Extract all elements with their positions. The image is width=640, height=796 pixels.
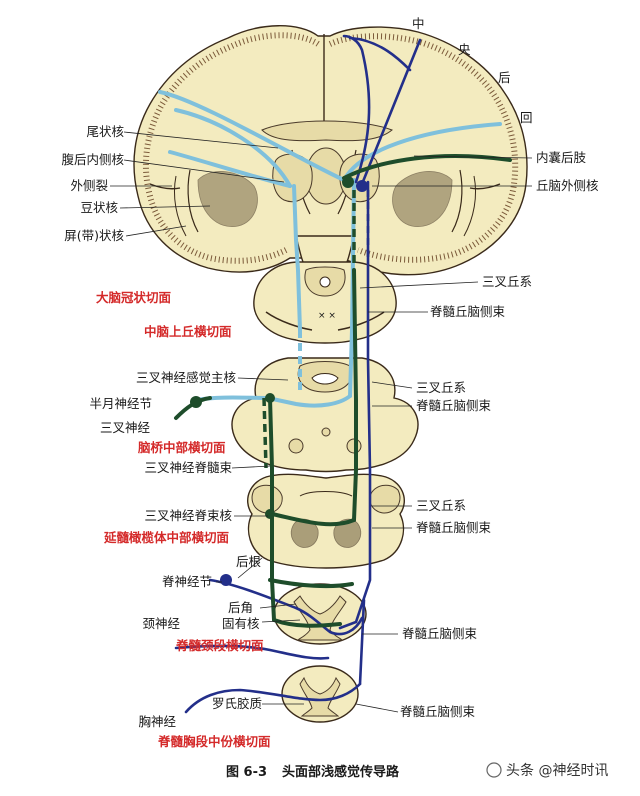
section-thoracic-cord: 脊髓胸段中份横切面 bbox=[157, 734, 271, 749]
label-cervical-nerve: 颈神经 bbox=[142, 616, 180, 631]
label-hou: 后 bbox=[498, 70, 511, 85]
label-lateral-fissure: 外侧裂 bbox=[70, 178, 108, 193]
label-dorsal-horn: 后角 bbox=[228, 600, 253, 615]
label-trigeminal-lemniscus-2: 三叉丘系 bbox=[416, 380, 466, 395]
label-spinothalamic-4: 脊髓丘脑侧束 bbox=[402, 626, 478, 641]
label-trigeminal-lemniscus-3: 三叉丘系 bbox=[416, 498, 466, 513]
label-spinothalamic-2: 脊髓丘脑侧束 bbox=[416, 398, 492, 413]
label-principal-sensory-nucleus: 三叉神经感觉主核 bbox=[136, 370, 237, 385]
label-zhong: 中 bbox=[412, 16, 425, 31]
section-midbrain: 中脑上丘横切面 bbox=[144, 324, 232, 339]
label-spinal-trigeminal-nucleus: 三叉神经脊束核 bbox=[144, 508, 232, 523]
section-titles: 大脑冠状切面 中脑上丘横切面 脑桥中部横切面 延髓橄榄体中部横切面 脊髓颈段横切… bbox=[96, 290, 271, 749]
label-trigeminal-ganglion: 半月神经节 bbox=[89, 396, 152, 411]
label-group: 中 央 后 回 尾状核 腹后内侧核 外侧裂 豆状核 屏(带)状核 内囊后肢 丘脑… bbox=[61, 16, 599, 729]
midbrain-section: × × bbox=[253, 261, 397, 344]
label-vpm-nucleus: 腹后内侧核 bbox=[61, 152, 124, 167]
label-spinothalamic-1: 脊髓丘脑侧束 bbox=[430, 304, 506, 319]
label-internal-capsule: 内囊后肢 bbox=[536, 150, 587, 165]
pons-section bbox=[231, 357, 419, 473]
thoracic-cord-section bbox=[281, 665, 359, 723]
watermark-icon bbox=[486, 762, 502, 778]
label-dorsal-root: 后根 bbox=[236, 554, 262, 569]
label-caudate-nucleus: 尾状核 bbox=[86, 124, 124, 139]
label-thoracic-nerve: 胸神经 bbox=[138, 714, 176, 729]
watermark-text: 头条 @神经时讯 bbox=[506, 762, 608, 779]
watermark: 头条 @神经时讯 bbox=[486, 762, 608, 779]
leader-lines bbox=[110, 131, 533, 713]
label-hui: 回 bbox=[520, 110, 533, 125]
caption-title: 头面部浅感觉传导路 bbox=[282, 764, 400, 780]
label-spinothalamic-3: 脊髓丘脑侧束 bbox=[416, 520, 492, 535]
label-lateral-thalamic-nucleus: 丘脑外侧核 bbox=[536, 178, 599, 193]
pathway-lines bbox=[158, 34, 512, 714]
svg-text:× ×: × × bbox=[318, 311, 336, 321]
label-trigeminal-lemniscus-1: 三叉丘系 bbox=[482, 274, 532, 289]
cerebrum-coronal-section bbox=[133, 25, 528, 276]
label-substantia-gelatinosa: 罗氏胶质 bbox=[212, 696, 262, 711]
section-pons: 脑桥中部横切面 bbox=[137, 440, 226, 455]
label-yang: 央 bbox=[458, 42, 471, 57]
label-spinothalamic-5: 脊髓丘脑侧束 bbox=[400, 704, 476, 719]
label-lentiform-nucleus: 豆状核 bbox=[80, 200, 118, 215]
caption-figure-number: 图 6-3 bbox=[226, 765, 267, 780]
section-cerebrum: 大脑冠状切面 bbox=[96, 290, 172, 305]
cervical-cord-section bbox=[273, 583, 367, 645]
label-spinal-trigeminal-tract: 三叉神经脊髓束 bbox=[144, 460, 232, 475]
label-proper-nucleus: 固有核 bbox=[222, 616, 260, 631]
section-cervical-cord: 脊髓颈段横切面 bbox=[175, 638, 264, 653]
label-spinal-ganglion: 脊神经节 bbox=[162, 574, 212, 589]
label-trigeminal-nerve: 三叉神经 bbox=[100, 420, 151, 435]
figure-caption: 图 6-3 头面部浅感觉传导路 bbox=[226, 764, 400, 780]
label-claustrum: 屏(带)状核 bbox=[64, 228, 124, 243]
section-medulla: 延髓橄榄体中部横切面 bbox=[103, 530, 230, 545]
